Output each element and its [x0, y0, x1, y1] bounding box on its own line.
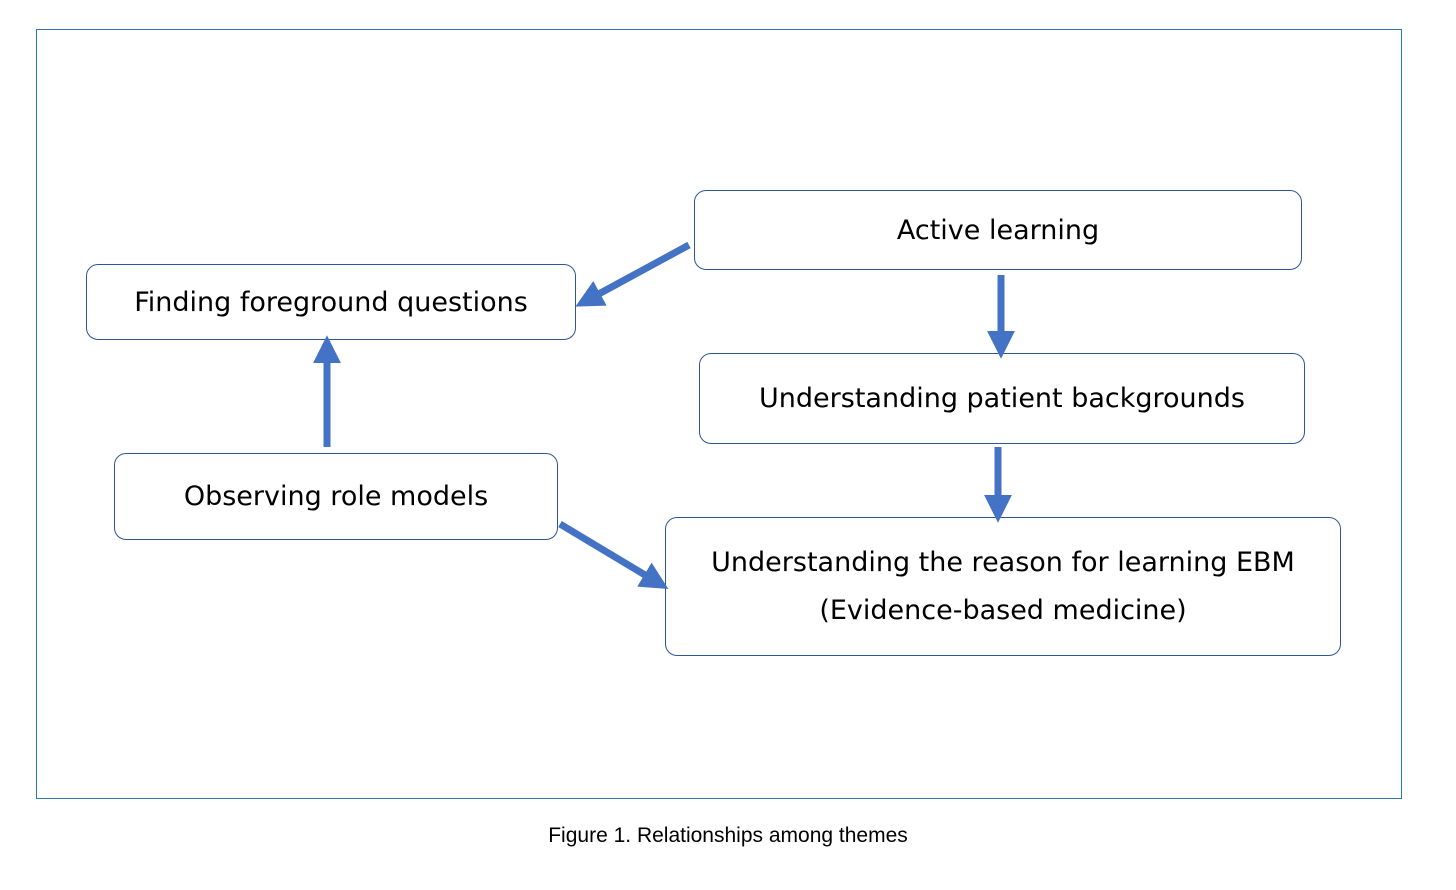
- node-finding-foreground-questions: Finding foreground questions: [86, 264, 576, 340]
- diagram-frame: [36, 29, 1402, 799]
- node-understanding-patient-backgrounds: Understanding patient backgrounds: [699, 353, 1305, 444]
- node-observing-role-models: Observing role models: [114, 453, 558, 540]
- node-understanding-reason-ebm: Understanding the reason for learning EB…: [665, 517, 1341, 656]
- node-finding-foreground-questions-label: Finding foreground questions: [134, 286, 528, 318]
- node-active-learning-label: Active learning: [896, 214, 1100, 246]
- figure-caption: Figure 1. Relationships among themes: [548, 824, 908, 847]
- node-understanding-reason-ebm-line2: (Evidence-based medicine): [819, 594, 1187, 626]
- node-understanding-patient-backgrounds-label: Understanding patient backgrounds: [759, 383, 1245, 414]
- node-active-learning: Active learning: [694, 190, 1302, 270]
- node-understanding-reason-ebm-line1: Understanding the reason for learning EB…: [711, 546, 1295, 578]
- node-observing-role-models-label: Observing role models: [183, 481, 489, 512]
